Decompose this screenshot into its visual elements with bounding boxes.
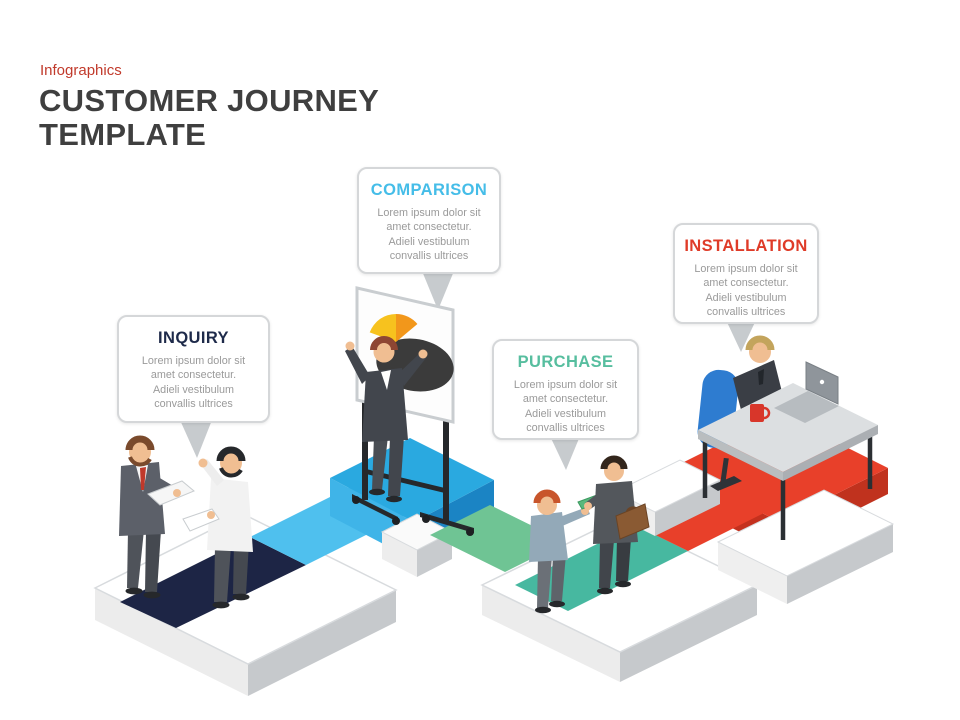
installation-callout-body: Lorem ipsum dolor sit amet consectetur. …	[694, 263, 798, 319]
comparison-callout-tail	[422, 271, 454, 310]
platform-step	[380, 513, 454, 577]
inquiry-callout: INQUIRY Lorem ipsum dolor sit amet conse…	[117, 315, 270, 423]
businessman-with-tablet	[119, 435, 195, 599]
comparison-callout-body: Lorem ipsum dolor sit amet consectetur. …	[377, 207, 481, 263]
seller-figure	[584, 455, 650, 595]
briefcase-icon	[615, 503, 650, 540]
inquiry-callout-tail	[180, 420, 212, 458]
laptop-icon	[774, 361, 839, 423]
whiteboard-stand	[352, 396, 474, 536]
purchase-callout: PURCHASE Lorem ipsum dolor sit amet cons…	[492, 339, 639, 440]
presenter-figure	[345, 336, 428, 503]
purchase-callout-tail	[550, 436, 580, 470]
inquiry-callout-title: INQUIRY	[158, 329, 229, 347]
inquiry-callout-body: Lorem ipsum dolor sit amet consectetur. …	[141, 355, 246, 411]
purchase-figures	[529, 455, 650, 614]
purchase-callout-title: PURCHASE	[517, 353, 614, 371]
purchase-callout-body: Lorem ipsum dolor sit amet consectetur. …	[513, 379, 618, 435]
installation-callout-tail	[726, 320, 756, 352]
inquiry-figures	[119, 435, 253, 609]
comparison-callout: COMPARISON Lorem ipsum dolor sit amet co…	[357, 167, 501, 274]
eyebrow-label: Infographics	[40, 62, 122, 79]
coffee-mug-icon	[750, 404, 771, 422]
callout-tails	[180, 271, 756, 470]
inquiry-path-arrow	[120, 537, 306, 628]
customer-with-paper	[182, 446, 253, 609]
installation-callout: INSTALLATION Lorem ipsum dolor sit amet …	[673, 223, 819, 324]
comparison-platform	[330, 438, 494, 577]
buyer-figure	[529, 489, 590, 614]
page-title: CUSTOMER JOURNEY TEMPLATE	[39, 83, 380, 153]
installation-callout-title: INSTALLATION	[684, 237, 808, 255]
installation-desk-scene	[697, 335, 878, 540]
comparison-callout-title: COMPARISON	[370, 181, 488, 199]
